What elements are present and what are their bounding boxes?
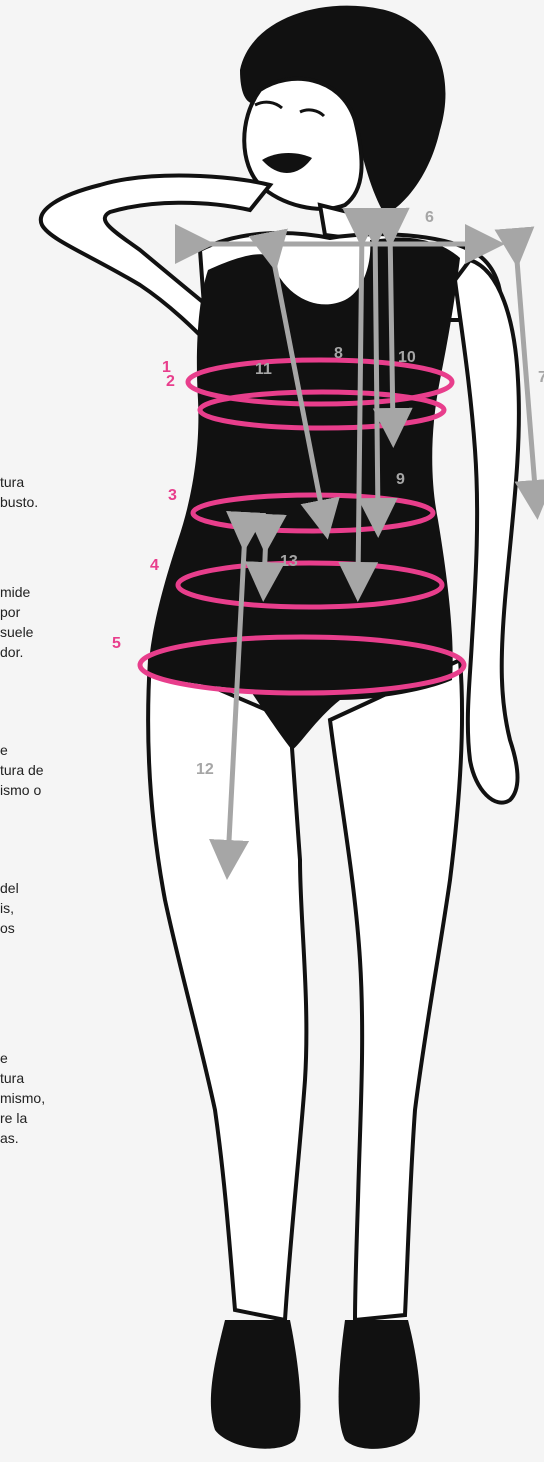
label-13: 13: [280, 553, 298, 570]
underbust-height-arrow: [390, 228, 393, 428]
hanging-arm: [455, 260, 519, 803]
left-leg: [148, 660, 306, 1320]
bust-height-arrow: [375, 228, 378, 518]
label-5: 5: [112, 635, 121, 652]
label-11: 11: [255, 361, 272, 378]
label-4: 4: [150, 557, 159, 574]
label-2: 2: [166, 373, 175, 390]
label-10: 10: [398, 349, 416, 366]
label-12: 12: [196, 761, 214, 778]
label-9: 9: [396, 471, 405, 488]
label-3: 3: [168, 487, 177, 504]
label-7: 7: [538, 369, 544, 386]
right-leg: [330, 660, 462, 1320]
label-6: 6: [425, 209, 434, 226]
label-8: 8: [334, 345, 343, 362]
right-shoe: [339, 1320, 420, 1449]
hip-drop-arrow: [264, 534, 266, 582]
left-shoe: [211, 1320, 301, 1449]
